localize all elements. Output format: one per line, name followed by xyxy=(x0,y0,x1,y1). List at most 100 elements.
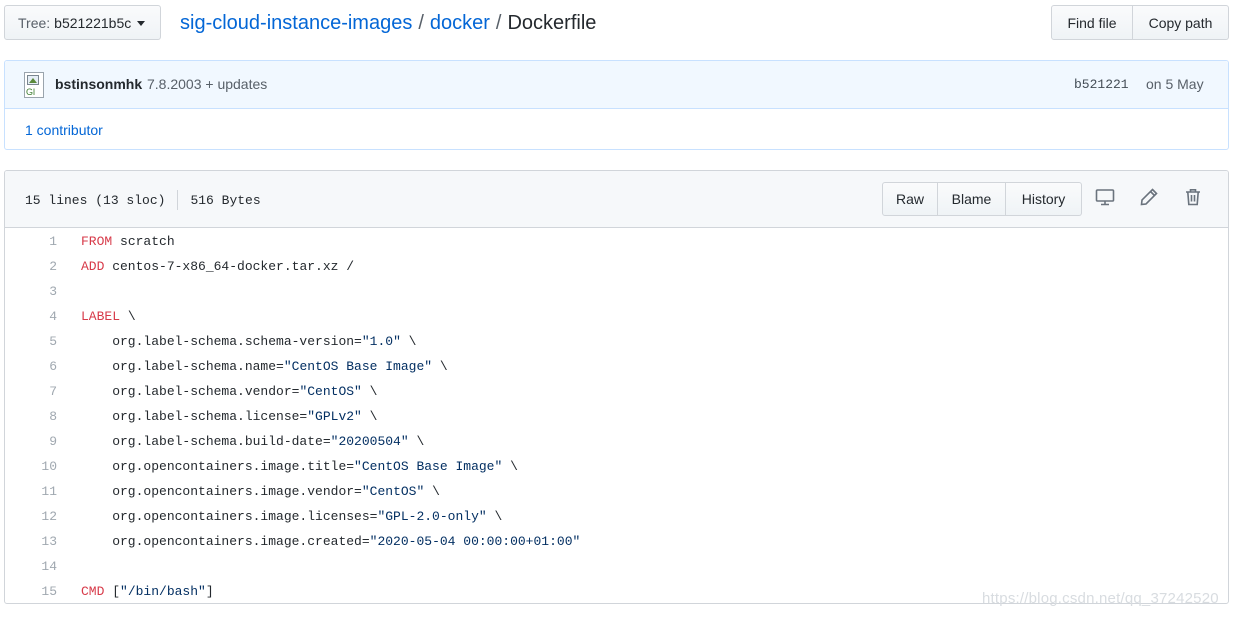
blame-button[interactable]: Blame xyxy=(938,182,1006,216)
find-file-button[interactable]: Find file xyxy=(1051,5,1133,40)
file-action-button-group: Raw Blame History xyxy=(882,182,1082,216)
code-string: "GPL-2.0-only" xyxy=(377,509,487,524)
pencil-icon[interactable] xyxy=(1138,186,1160,208)
code-text: org.label-schema.vendor="CentOS" \ xyxy=(81,379,377,404)
file-size: 516 Bytes xyxy=(190,192,261,208)
code-string: "CentOS Base Image" xyxy=(283,359,433,374)
history-button[interactable]: History xyxy=(1006,182,1082,216)
code-text: org.label-schema.name="CentOS Base Image… xyxy=(81,354,448,379)
code-keyword: LABEL xyxy=(81,309,121,324)
code-line: 8 org.label-schema.license="GPLv2" \ xyxy=(5,404,1225,429)
code-string: "CentOS" xyxy=(361,484,425,499)
code-plain: org.opencontainers.image.created= xyxy=(81,534,370,549)
tree-prefix: Tree: xyxy=(18,14,51,31)
breadcrumb: sig-cloud-instance-images/docker/Dockerf… xyxy=(180,9,596,37)
code-line: 1 FROM scratch xyxy=(5,229,1225,254)
code-plain: \ xyxy=(120,309,136,324)
code-keyword: CMD xyxy=(81,584,105,599)
code-plain: org.label-schema.build-date= xyxy=(81,434,331,449)
code-line: 5 org.label-schema.schema-version="1.0" … xyxy=(5,329,1225,354)
avatar-alt-text: Gl xyxy=(26,87,35,97)
code-text: org.opencontainers.image.licenses="GPL-2… xyxy=(81,504,502,529)
code-plain: \ xyxy=(361,409,378,424)
code-line: 14 xyxy=(5,554,1225,579)
line-number[interactable]: 10 xyxy=(41,459,57,474)
line-number[interactable]: 1 xyxy=(49,234,57,249)
code-plain: org.label-schema.license= xyxy=(81,409,308,424)
code-line: 4 LABEL \ xyxy=(5,304,1225,329)
file-viewer: 15 lines (13 sloc) 516 Bytes Raw Blame H… xyxy=(4,170,1229,604)
code-text: FROM scratch xyxy=(81,229,175,254)
latest-commit-row: Gl bstinsonmhk 7.8.2003 + updates b52122… xyxy=(5,61,1228,109)
code-text: CMD ["/bin/bash"] xyxy=(81,579,214,603)
line-number[interactable]: 3 xyxy=(49,284,57,299)
line-number[interactable]: 14 xyxy=(41,559,57,574)
line-number[interactable]: 4 xyxy=(49,309,57,324)
watermark: https://blog.csdn.net/qq_37242520 xyxy=(982,590,1219,607)
code-plain: \ xyxy=(432,359,448,374)
code-line: 10 org.opencontainers.image.title="CentO… xyxy=(5,454,1225,479)
code-text: org.label-schema.license="GPLv2" \ xyxy=(81,404,377,429)
code-line: 13 org.opencontainers.image.created="202… xyxy=(5,529,1225,554)
breadcrumb-separator: / xyxy=(418,12,424,34)
code-plain: org.label-schema.vendor= xyxy=(81,384,300,399)
commit-sha-link[interactable]: b521221 xyxy=(1074,77,1129,92)
code-text: org.label-schema.schema-version="1.0" \ xyxy=(81,329,416,354)
code-plain: org.label-schema.schema-version= xyxy=(81,334,362,349)
commit-date: on 5 May xyxy=(1146,76,1204,92)
line-number[interactable]: 15 xyxy=(41,584,57,599)
code-line: 2 ADD centos-7-x86_64-docker.tar.xz / xyxy=(5,254,1225,279)
code-line: 6 org.label-schema.name="CentOS Base Ima… xyxy=(5,354,1225,379)
branch-select-button[interactable]: Tree: b521221b5c xyxy=(4,5,161,40)
commit-message[interactable]: 7.8.2003 + updates xyxy=(147,76,268,92)
breadcrumb-folder-link[interactable]: docker xyxy=(429,12,490,34)
file-header: 15 lines (13 sloc) 516 Bytes Raw Blame H… xyxy=(5,171,1228,228)
line-number[interactable]: 8 xyxy=(49,409,57,424)
desktop-icon[interactable] xyxy=(1094,186,1116,208)
file-info: 15 lines (13 sloc) 516 Bytes xyxy=(25,190,261,210)
code-keyword: ADD xyxy=(81,259,105,274)
breadcrumb-separator: / xyxy=(495,12,502,34)
code-string: "GPLv2" xyxy=(307,409,362,424)
code-line: 11 org.opencontainers.image.vendor="Cent… xyxy=(5,479,1225,504)
code-plain: [ xyxy=(104,584,121,599)
broken-image-icon xyxy=(27,75,39,85)
code-line: 9 org.label-schema.build-date="20200504"… xyxy=(5,429,1225,454)
breadcrumb-file-name: Dockerfile xyxy=(507,12,597,34)
code-string: "2020-05-04 00:00:00+01:00" xyxy=(369,534,581,549)
code-keyword: FROM xyxy=(81,234,113,249)
code-line: 7 org.label-schema.vendor="CentOS" \ xyxy=(5,379,1225,404)
line-number[interactable]: 5 xyxy=(49,334,57,349)
code-plain: \ xyxy=(424,484,440,499)
line-number[interactable]: 11 xyxy=(41,484,57,499)
code-plain: ] xyxy=(205,584,214,599)
line-number[interactable]: 2 xyxy=(49,259,57,274)
code-string: "CentOS" xyxy=(299,384,362,399)
code-plain: \ xyxy=(408,434,425,449)
trash-icon[interactable] xyxy=(1182,186,1204,208)
code-plain: \ xyxy=(361,384,378,399)
copy-path-button[interactable]: Copy path xyxy=(1133,5,1229,40)
code-line: 3 xyxy=(5,279,1225,304)
file-nav-button-group: Find file Copy path xyxy=(1051,5,1229,40)
code-plain: org.opencontainers.image.vendor= xyxy=(81,484,362,499)
code-plain: org.opencontainers.image.title= xyxy=(81,459,355,474)
breadcrumb-repo-link[interactable]: sig-cloud-instance-images xyxy=(180,12,413,34)
caret-down-icon xyxy=(137,21,146,26)
line-number[interactable]: 12 xyxy=(41,509,57,524)
avatar[interactable]: Gl xyxy=(24,72,44,98)
code-text: org.label-schema.build-date="20200504" \ xyxy=(81,429,424,454)
raw-button[interactable]: Raw xyxy=(882,182,938,216)
code-text: ADD centos-7-x86_64-docker.tar.xz / xyxy=(81,254,354,279)
line-number[interactable]: 13 xyxy=(41,534,57,549)
code-text: org.opencontainers.image.title="CentOS B… xyxy=(81,454,518,479)
line-number[interactable]: 9 xyxy=(49,434,57,449)
contributors-link[interactable]: 1 contributor xyxy=(25,122,103,138)
line-number[interactable]: 6 xyxy=(49,359,57,374)
line-number[interactable]: 7 xyxy=(49,384,57,399)
commit-author-link[interactable]: bstinsonmhk xyxy=(55,76,143,92)
code-string: "/bin/bash" xyxy=(120,584,206,599)
file-line-count: 15 lines (13 sloc) xyxy=(25,192,166,208)
code-view[interactable]: 1 FROM scratch 2 ADD centos-7-x86_64-docker… xyxy=(5,229,1228,603)
code-line: 12 org.opencontainers.image.licenses="GP… xyxy=(5,504,1225,529)
